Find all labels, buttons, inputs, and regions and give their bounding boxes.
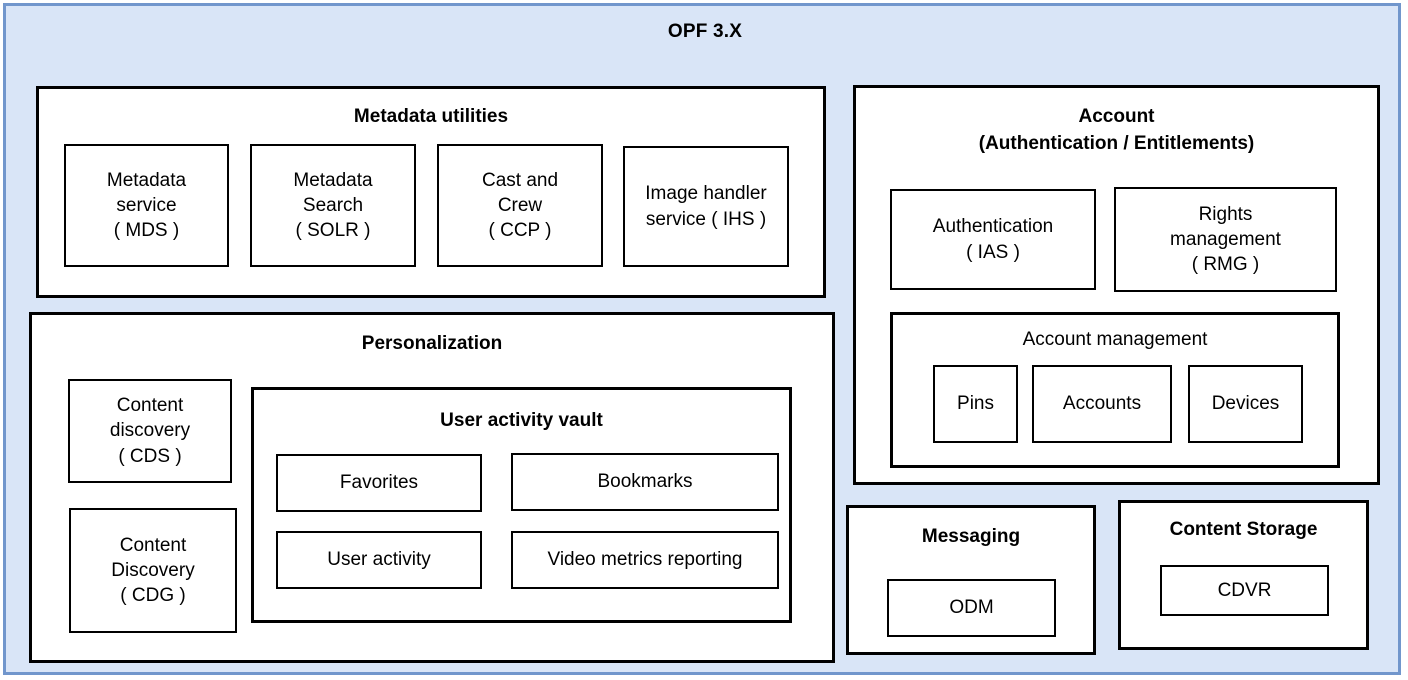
personalization-title: Personalization xyxy=(361,333,503,354)
node-rights-management-rmg[interactable]: Rights management ( RMG ) xyxy=(1114,187,1337,292)
node-odm[interactable]: ODM xyxy=(887,579,1056,637)
node-content-discovery-cds[interactable]: Content discovery ( CDS ) xyxy=(68,379,232,483)
node-image-handler-service[interactable]: Image handler service ( IHS ) xyxy=(623,146,789,267)
node-pins[interactable]: Pins xyxy=(933,365,1018,443)
content-storage-title: Content Storage xyxy=(1169,519,1318,540)
opf-outer-frame: OPF 3.X Metadata utilities Metadata serv… xyxy=(3,3,1401,675)
messaging-title: Messaging xyxy=(921,526,1021,547)
account-management-title: Account management xyxy=(1022,329,1208,350)
node-authentication-ias[interactable]: Authentication ( IAS ) xyxy=(890,189,1096,290)
node-accounts[interactable]: Accounts xyxy=(1032,365,1172,443)
node-devices[interactable]: Devices xyxy=(1188,365,1303,443)
node-content-discovery-cdg[interactable]: Content Discovery ( CDG ) xyxy=(69,508,237,633)
node-cast-and-crew[interactable]: Cast and Crew ( CCP ) xyxy=(437,144,603,267)
user-activity-vault-panel: User activity vault Favorites Bookmarks … xyxy=(251,387,792,623)
metadata-utilities-title: Metadata utilities xyxy=(353,106,509,127)
node-video-metrics-reporting[interactable]: Video metrics reporting xyxy=(511,531,779,589)
node-favorites[interactable]: Favorites xyxy=(276,454,482,512)
node-metadata-service[interactable]: Metadata service ( MDS ) xyxy=(64,144,229,267)
messaging-panel: Messaging ODM xyxy=(846,505,1096,655)
node-cdvr[interactable]: CDVR xyxy=(1160,565,1329,616)
diagram-title: OPF 3.X xyxy=(667,21,743,42)
account-management-panel: Account management Pins Accounts Devices xyxy=(890,312,1340,468)
user-activity-vault-title: User activity vault xyxy=(440,410,603,431)
account-subtitle: (Authentication / Entitlements) xyxy=(978,133,1255,154)
node-metadata-search[interactable]: Metadata Search ( SOLR ) xyxy=(250,144,416,267)
node-user-activity[interactable]: User activity xyxy=(276,531,482,589)
account-title: Account xyxy=(1078,106,1155,127)
content-storage-panel: Content Storage CDVR xyxy=(1118,500,1369,650)
node-bookmarks[interactable]: Bookmarks xyxy=(511,453,779,511)
metadata-utilities-panel: Metadata utilities Metadata service ( MD… xyxy=(36,86,826,298)
